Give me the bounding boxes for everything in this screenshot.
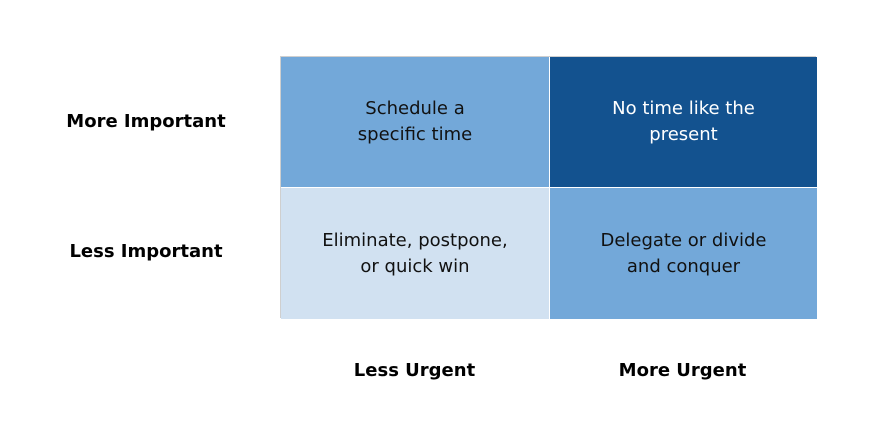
cell-do-now-text: No time like the present [612,98,755,145]
column-label-less-urgent: Less Urgent [353,360,476,381]
cell-eliminate-text: Eliminate, postpone, or quick win [322,229,508,277]
cell-do-now: No time like the present [550,57,817,188]
cell-eliminate: Eliminate, postpone, or quick win [281,188,550,319]
row-label-more-important: More Important [66,111,226,132]
cell-delegate: Delegate or divide and conquer [550,188,817,319]
row-label-less-important: Less Important [69,241,223,262]
cell-schedule: Schedule a specific time [281,57,550,188]
priority-matrix: Schedule a specific time No time like th… [280,56,817,319]
cell-schedule-text: Schedule a specific time [357,98,473,145]
cell-delegate-text: Delegate or divide and conquer [600,229,767,277]
column-label-more-urgent: More Urgent [618,360,747,381]
